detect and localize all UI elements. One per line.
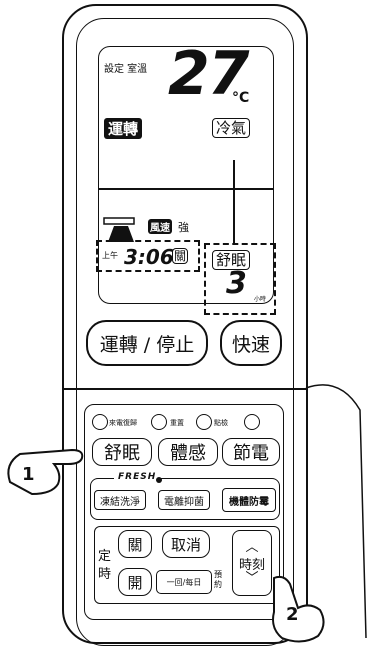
divider-line — [62, 388, 308, 390]
power-button[interactable]: 運轉 / 停止 — [86, 320, 208, 366]
fresh-dot-icon — [156, 477, 162, 483]
fresh-group — [90, 478, 280, 520]
ion-sterilize-label: 電離抑菌 — [164, 496, 204, 508]
lcd-mode-cool: 冷氣 — [212, 118, 251, 138]
chevron-down-icon[interactable]: ﹀ — [245, 570, 259, 586]
sleep-button-label: 舒眠 — [104, 443, 140, 464]
timer-off-button[interactable]: 關 — [118, 530, 152, 558]
chevron-up-icon[interactable]: ︿ — [245, 539, 259, 555]
inspect-label: 點檢 — [214, 419, 228, 427]
lcd-set-label: 設定 室溫 — [104, 64, 148, 75]
ion-sterilize-button[interactable]: 電離抑菌 — [158, 490, 210, 510]
energy-save-button-label: 節電 — [233, 443, 269, 464]
lcd-vertical-line — [233, 160, 235, 244]
fresh-logo: FRESH — [114, 472, 161, 482]
once-daily-button[interactable]: 一回/每日 — [156, 570, 212, 594]
timer-group — [94, 526, 280, 604]
power-button-label: 運轉 / 停止 — [99, 333, 195, 356]
fan-bars-icon — [103, 217, 135, 242]
lcd-off-label: 關 — [172, 248, 189, 264]
reserve-label: 預約 — [214, 570, 222, 589]
power-recovery-button[interactable] — [92, 414, 108, 430]
time-highlight — [96, 240, 200, 272]
power-recovery-label: 來電復歸 — [109, 419, 137, 427]
timer-side-label: 定時 — [98, 549, 112, 582]
quick-button[interactable]: 快速 — [220, 320, 282, 366]
callout-step-1: 1 — [22, 464, 35, 485]
sleep-button[interactable]: 舒眠 — [92, 438, 152, 466]
lcd-time: 3:06 — [124, 245, 174, 269]
lcd-temperature: 27 — [168, 39, 249, 109]
hand-pointer-icon-2 — [272, 575, 325, 643]
timer-off-label: 關 — [127, 535, 143, 554]
mold-proof-label: 機體防霉 — [229, 496, 269, 508]
reset-label: 重置 — [170, 419, 184, 427]
cancel-button[interactable]: 取消 — [162, 530, 210, 558]
lcd-hours-label: 小時 — [254, 296, 267, 303]
freeze-wash-button[interactable]: 凍結洗淨 — [94, 490, 146, 510]
sleep-highlight — [204, 243, 276, 315]
quick-button-label: 快速 — [231, 333, 270, 356]
mold-proof-button[interactable]: 機體防霉 — [222, 488, 276, 512]
lcd-fan-label: 風速 — [148, 219, 172, 234]
time-label: 時刻 — [238, 557, 265, 573]
lcd-sleep-label: 舒眠 — [212, 250, 251, 270]
side-cover-outline — [305, 384, 367, 639]
lower-panel — [84, 404, 284, 620]
lcd-am-label: 上午 — [102, 251, 118, 260]
body-sense-button-label: 體感 — [170, 443, 206, 464]
timer-on-label: 開 — [127, 573, 143, 592]
blank-round-button[interactable] — [244, 414, 260, 430]
lcd-unit: °C — [232, 90, 250, 106]
lcd-separator — [99, 188, 273, 190]
cancel-label: 取消 — [170, 535, 201, 554]
energy-save-button[interactable]: 節電 — [222, 438, 280, 466]
hand-pointer-icon — [7, 448, 84, 496]
time-adjust-button[interactable]: ︿ 時刻 ﹀ — [232, 530, 272, 596]
timer-on-button[interactable]: 開 — [118, 568, 152, 596]
once-daily-label: 一回/每日 — [166, 577, 202, 587]
freeze-wash-label: 凍結洗淨 — [100, 496, 140, 508]
lcd-mode-run: 運轉 — [104, 118, 143, 139]
inspect-button[interactable] — [196, 414, 212, 430]
reset-button[interactable] — [151, 414, 167, 430]
lcd-sleep-value: 3 — [226, 266, 247, 301]
body-sense-button[interactable]: 體感 — [158, 438, 218, 466]
lcd-fan-strength: 強 — [178, 221, 189, 234]
callout-step-2: 2 — [286, 604, 299, 625]
